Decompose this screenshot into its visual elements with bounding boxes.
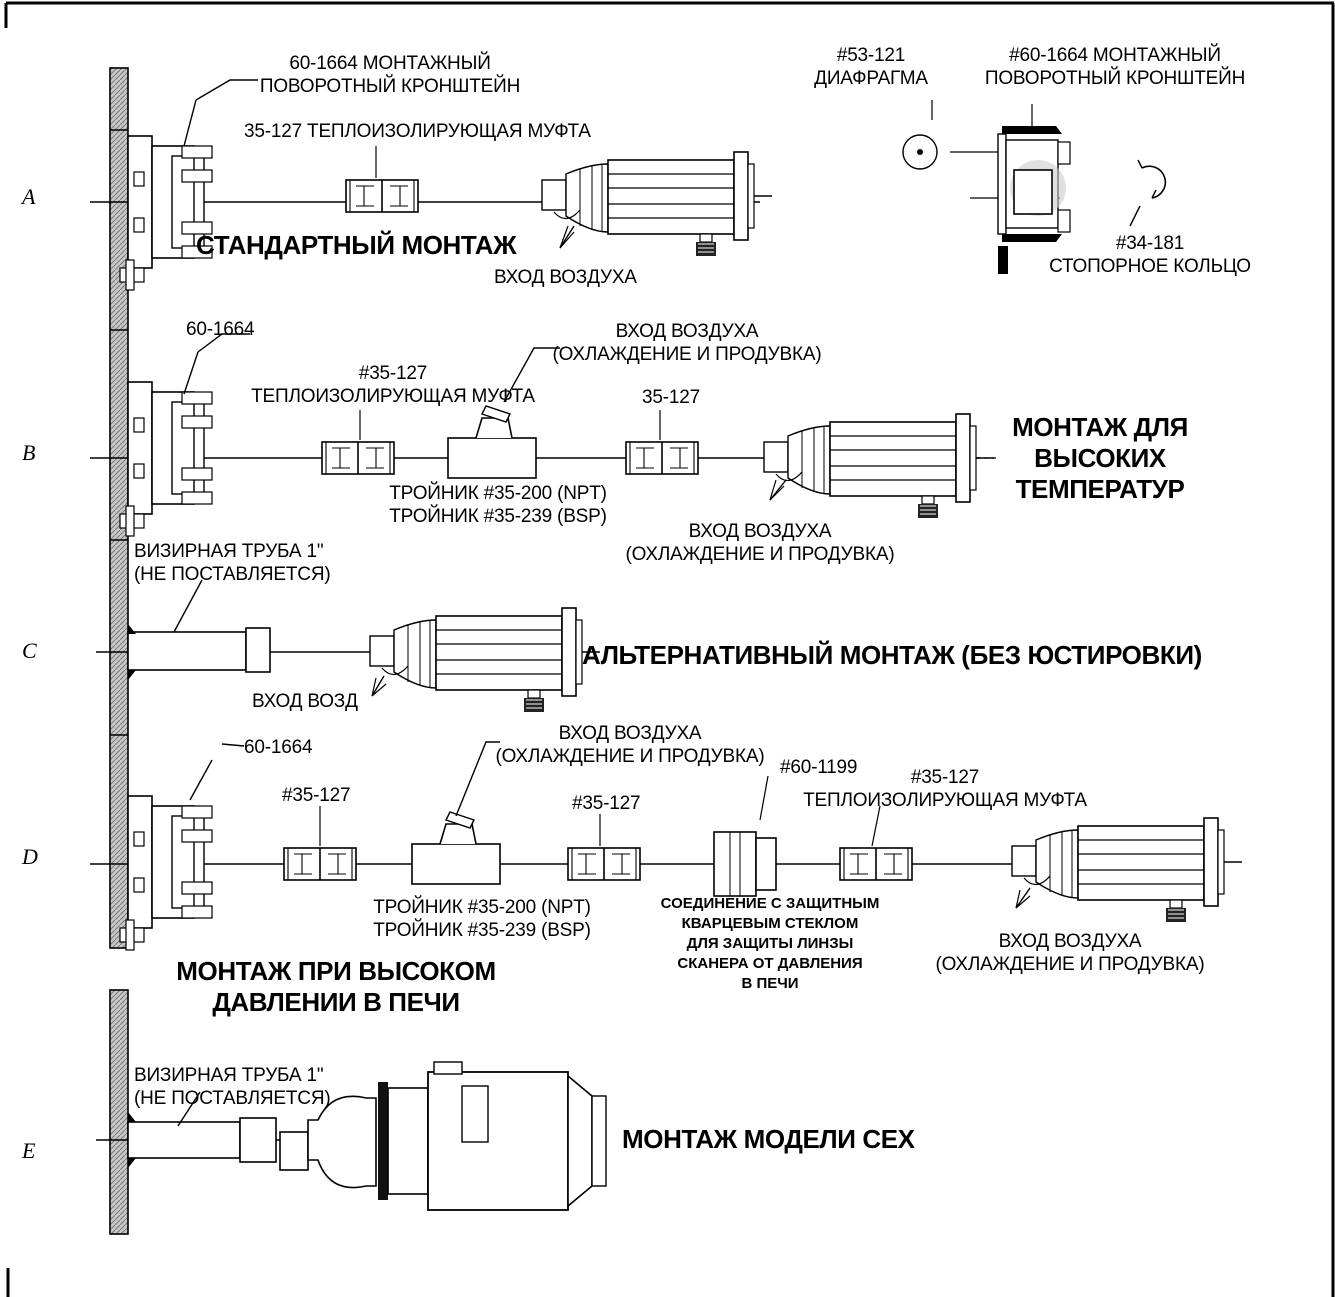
row-label-e: E: [22, 1138, 36, 1163]
row-b-coupling-label: #35-127 ТЕПЛОИЗОЛИРУЮЩАЯ МУФТА: [251, 363, 535, 407]
row-d-coupling2-label: #35-127: [572, 793, 641, 814]
row-e-title: МОНТАЖ МОДЕЛИ CEX: [622, 1124, 915, 1154]
row-d-tee-label: ТРОЙНИК #35-200 (NPT) ТРОЙНИК #35-239 (B…: [373, 897, 591, 941]
row-d-air-top-label: ВХОД ВОЗДУХА (ОХЛАЖДЕНИЕ И ПРОДУВКА): [495, 723, 765, 767]
row-a-bracket-label: 60-1664 МОНТАЖНЫЙ ПОВОРОТНЫЙ КРОНШТЕЙН: [259, 53, 521, 97]
row-c-air-inlet-label: ВХОД ВОЗД: [252, 691, 358, 712]
row-d-coupling3-label: #35-127 ТЕПЛОИЗОЛИРУЮЩАЯ МУФТА: [803, 767, 1087, 811]
row-b-tee-label: ТРОЙНИК #35-200 (NPT) ТРОЙНИК #35-239 (B…: [389, 483, 607, 527]
row-c-sight-pipe-label: ВИЗИРНАЯ ТРУБА 1" (НЕ ПОСТАВЛЯЕТСЯ): [134, 541, 331, 585]
row-label-d: D: [22, 844, 38, 869]
row-d-bracket-label: 60-1664: [244, 737, 313, 758]
row-b-title: МОНТАЖ ДЛЯ ВЫСОКИХ ТЕМПЕРАТУР: [1012, 412, 1188, 504]
row-a-bracket-detail-label: #60-1664 МОНТАЖНЫЙ ПОВОРОТНЫЙ КРОНШТЕЙН: [984, 45, 1246, 89]
row-d-quartz-note: СОЕДИНЕНИЕ С ЗАЩИТНЫМ КВАРЦЕВЫМ СТЕКЛОМ …: [660, 895, 880, 992]
row-a-retaining-ring-label: #34-181 СТОПОРНОЕ КОЛЬЦО: [1049, 233, 1251, 277]
row-a-diaphragm-label: #53-121 ДИАФРАГМА: [814, 45, 928, 89]
row-e-sight-pipe-label: ВИЗИРНАЯ ТРУБА 1" (НЕ ПОСТАВЛЯЕТСЯ): [134, 1065, 331, 1109]
row-b-air-bottom-label: ВХОД ВОЗДУХА (ОХЛАЖДЕНИЕ И ПРОДУВКА): [625, 521, 895, 565]
row-b-coupling2-label: 35-127: [642, 387, 700, 408]
row-a-coupling-label: 35-127 ТЕПЛОИЗОЛИРУЮЩАЯ МУФТА: [244, 121, 591, 142]
row-d-air-bottom-label: ВХОД ВОЗДУХА (ОХЛАЖДЕНИЕ И ПРОДУВКА): [935, 931, 1205, 975]
row-d-title: МОНТАЖ ПРИ ВЫСОКОМ ДАВЛЕНИИ В ПЕЧИ: [176, 956, 496, 1017]
row-d-coupling1-label: #35-127: [282, 785, 351, 806]
row-label-c: C: [22, 638, 37, 663]
row-c-title: АЛЬТЕРНАТИВНЫЙ МОНТАЖ (БЕЗ ЮСТИРОВКИ): [582, 640, 1202, 670]
row-label-b: B: [22, 440, 36, 465]
row-label-a: A: [22, 184, 36, 209]
row-a-title: СТАНДАРТНЫЙ МОНТАЖ: [196, 230, 517, 260]
row-d-quartz-part-label: #60-1199: [780, 757, 858, 778]
row-b-air-top-label: ВХОД ВОЗДУХА (ОХЛАЖДЕНИЕ И ПРОДУВКА): [552, 321, 822, 365]
row-a-air-inlet-label: ВХОД ВОЗДУХА: [494, 267, 637, 288]
row-b-bracket-label: 60-1664: [186, 319, 255, 340]
